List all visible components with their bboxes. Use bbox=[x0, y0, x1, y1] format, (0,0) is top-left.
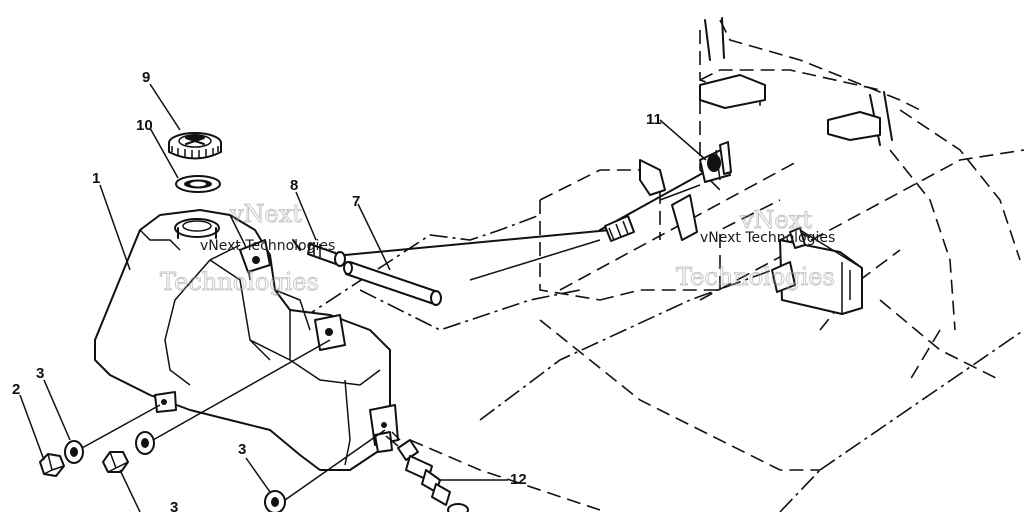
callout-8: 8 bbox=[290, 177, 298, 194]
callout-9: 9 bbox=[142, 69, 150, 86]
nut-left bbox=[39, 453, 65, 477]
mounting-bracket bbox=[639, 159, 701, 241]
washer-bottom bbox=[264, 490, 286, 512]
callout-3: 3 bbox=[238, 441, 246, 458]
watermark-text: vNext Technologies bbox=[200, 238, 335, 254]
callout-12: 12 bbox=[510, 471, 527, 488]
watermark-text: Technologies bbox=[160, 268, 319, 296]
nut-middle bbox=[102, 451, 129, 473]
fuel-pump bbox=[699, 141, 732, 183]
watermark-text: Technologies bbox=[676, 263, 835, 291]
outlet-valve bbox=[385, 431, 469, 512]
cap-gasket bbox=[175, 175, 221, 193]
fuel-fitting bbox=[292, 239, 346, 267]
callout-7: 7 bbox=[352, 193, 360, 210]
leader-lines bbox=[19, 83, 707, 512]
callout-3: 3 bbox=[170, 499, 178, 512]
fuel-cap bbox=[168, 132, 222, 160]
callout-2: 2 bbox=[12, 381, 20, 398]
fuel-canister bbox=[771, 227, 863, 315]
washer-middle bbox=[135, 431, 155, 455]
washer-left bbox=[64, 440, 84, 464]
callout-labels: 1 2 3 3 3 7 8 9 10 11 12 bbox=[12, 69, 662, 512]
fuel-tank bbox=[94, 209, 399, 471]
callout-11: 11 bbox=[646, 111, 662, 128]
watermark-text: vNext bbox=[229, 200, 302, 228]
seat-frame bbox=[699, 17, 1021, 381]
watermark-text: vNext bbox=[739, 206, 812, 234]
alignment-lines bbox=[81, 339, 386, 501]
callout-3: 3 bbox=[36, 365, 44, 382]
callout-10: 10 bbox=[136, 117, 153, 134]
fuel-line bbox=[344, 167, 713, 281]
fuel-hose bbox=[343, 261, 442, 306]
callout-1: 1 bbox=[92, 170, 100, 187]
watermark-text: vNext Technologies bbox=[700, 230, 835, 246]
watermark: vNext Technologies vNext Technologies vN… bbox=[160, 200, 836, 297]
